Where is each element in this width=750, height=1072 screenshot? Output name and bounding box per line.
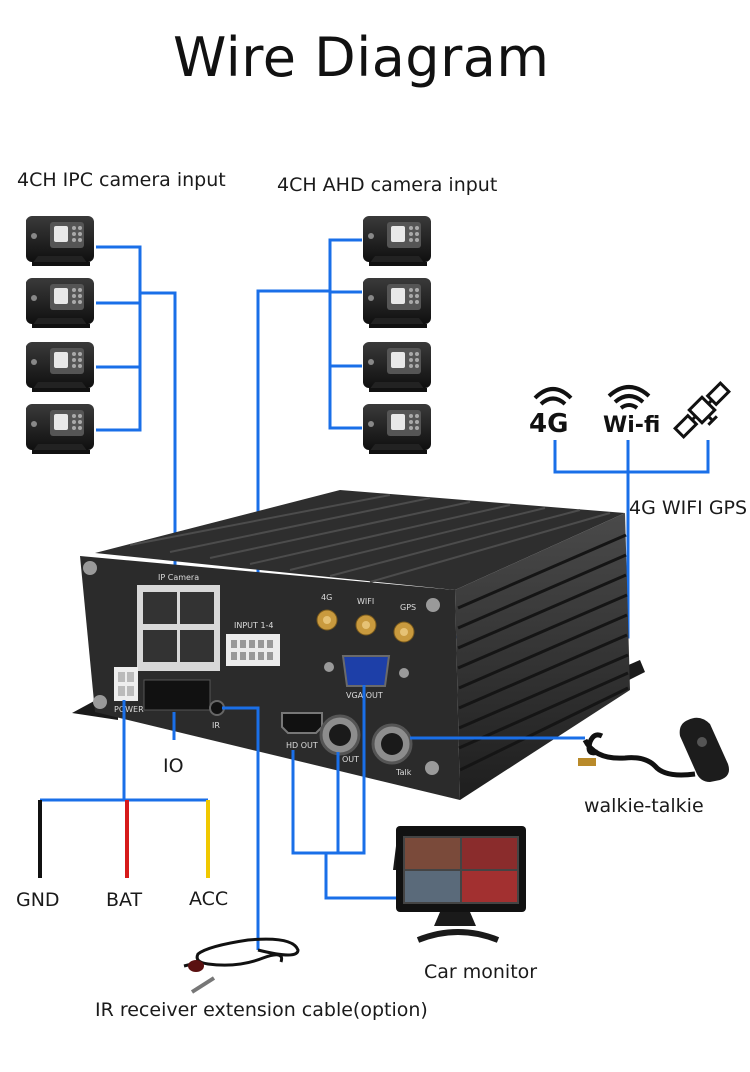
hd-out-label: HD OUT <box>286 741 318 750</box>
ahd-camera-1-icon <box>363 216 431 266</box>
port-wifi-label: WIFI <box>357 597 374 606</box>
ipc-camera-1-icon <box>26 216 94 266</box>
talk-label: Talk <box>395 768 412 777</box>
ipc-camera-3-icon <box>26 342 94 392</box>
acc-label: ACC <box>189 888 229 910</box>
port-gps-label: GPS <box>400 603 416 612</box>
walkie-talkie-icon <box>578 717 729 782</box>
ir-cable-label: IR receiver extension cable(option) <box>95 999 428 1021</box>
ipc-camera-2-icon <box>26 278 94 328</box>
out-label: OUT <box>342 755 359 764</box>
ahd-wires <box>256 238 362 620</box>
walkie-talkie-label: walkie-talkie <box>584 795 704 817</box>
output-wires <box>122 685 585 950</box>
four-g-text: 4G <box>529 409 568 439</box>
input-label: INPUT 1-4 <box>234 621 274 630</box>
ahd-camera-4-icon <box>363 404 431 454</box>
ipc-input-label: 4CH IPC camera input <box>17 169 226 191</box>
port-4g-label: 4G <box>321 593 332 602</box>
ipc-camera-4-icon <box>26 404 94 454</box>
ir-port-label: IR <box>212 721 220 730</box>
car-monitor-icon <box>393 826 526 943</box>
ahd-input-label: 4CH AHD camera input <box>277 174 498 196</box>
dvr-device <box>72 490 645 800</box>
gnd-label: GND <box>16 889 60 911</box>
power-wires <box>38 798 210 878</box>
power-label: POWER <box>114 705 144 714</box>
io-label: IO <box>163 755 184 777</box>
wireless-label: 4G WIFI GPS <box>629 497 748 519</box>
car-monitor-label: Car monitor <box>424 961 538 983</box>
ahd-camera-3-icon <box>363 342 431 392</box>
wifi-text: Wi-fi <box>603 413 660 438</box>
bat-label: BAT <box>106 889 143 911</box>
page-title: Wire Diagram <box>173 26 550 89</box>
four-g-icon: 4G <box>529 387 573 439</box>
wifi-icon: Wi-fi <box>603 385 660 438</box>
gps-satellite-icon <box>673 381 731 439</box>
ahd-camera-2-icon <box>363 278 431 328</box>
ipc-wires <box>96 245 177 598</box>
ir-receiver-cable-icon <box>183 937 300 994</box>
ip-camera-label: IP Camera <box>158 573 199 582</box>
